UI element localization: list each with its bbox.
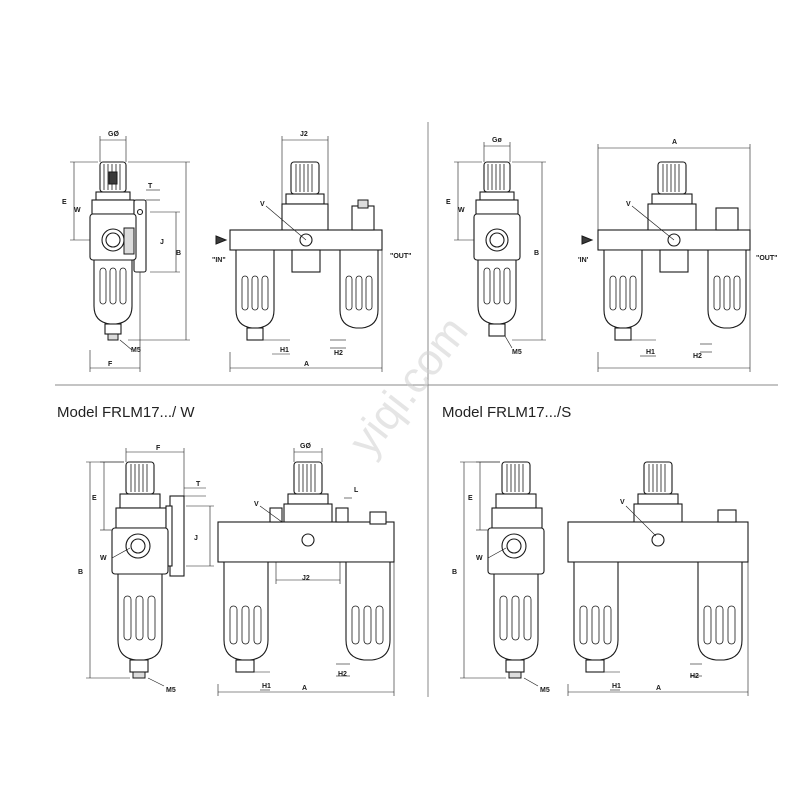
- label-e-r: E: [446, 199, 451, 206]
- label-h2-w: H2: [338, 671, 347, 678]
- label-m5-s: M5: [540, 687, 550, 694]
- label-j-w: J: [194, 535, 198, 542]
- label-a-top: A: [672, 139, 677, 146]
- label-a: A: [304, 361, 309, 368]
- label-w-w: W: [100, 555, 107, 562]
- label-h1: H1: [280, 347, 289, 354]
- label-f-w: F: [156, 445, 161, 452]
- label-h1-w: H1: [262, 683, 271, 690]
- label-t: T: [148, 183, 153, 190]
- label-m5-w: M5: [166, 687, 176, 694]
- label-j2: J2: [300, 131, 308, 138]
- view-bottom-left-single: F T E W J B M5: [78, 445, 214, 694]
- view-top-middle-frl: J2 V "IN" "OUT" H1 H2 A: [212, 131, 411, 372]
- label-v-r: V: [626, 201, 631, 208]
- label-h1-s: H1: [612, 683, 621, 690]
- label-v-w: V: [254, 501, 259, 508]
- label-a-w: A: [302, 685, 307, 692]
- caption-model-w: Model FRLM17.../ W: [57, 404, 195, 421]
- label-v-s: V: [620, 499, 625, 506]
- label-e-w: E: [92, 495, 97, 502]
- label-j: J: [160, 239, 164, 246]
- label-h2-s: H2: [690, 673, 699, 680]
- label-e: E: [62, 199, 67, 206]
- label-b-r: B: [534, 250, 539, 257]
- view-top-right-single: Gø E W B M5: [446, 137, 546, 356]
- label-in-small: 'IN': [578, 257, 589, 264]
- label-t-w: T: [196, 481, 201, 488]
- label-h2: H2: [334, 350, 343, 357]
- label-b: B: [176, 250, 181, 257]
- view-bottom-right-single: E W B M5: [452, 461, 550, 694]
- label-h1-r: H1: [646, 349, 655, 356]
- label-in: "IN": [212, 257, 226, 264]
- label-h2-r: H2: [693, 353, 702, 360]
- label-a-s: A: [656, 685, 661, 692]
- label-w-r: W: [458, 207, 465, 214]
- view-bottom-middle-frl: GØ L V J2 H1 H2 A: [217, 443, 395, 696]
- watermark: yiqi.com: [340, 307, 478, 464]
- label-e-s: E: [468, 495, 473, 502]
- label-w-s: W: [476, 555, 483, 562]
- label-out-small: "OUT": [756, 255, 777, 262]
- caption-model-s: Model FRLM17.../S: [442, 404, 572, 421]
- label-b-w: B: [78, 569, 83, 576]
- label-g-phi: GØ: [108, 131, 119, 138]
- view-top-left-single: GØ T E W J B M5 F: [62, 131, 190, 372]
- label-v: V: [260, 201, 265, 208]
- label-w: W: [74, 207, 81, 214]
- label-m5: M5: [131, 347, 141, 354]
- view-bottom-right-frl: V H1 H2 A: [567, 461, 749, 696]
- label-out: "OUT": [390, 253, 411, 260]
- label-b-s: B: [452, 569, 457, 576]
- label-j2-w: J2: [302, 575, 310, 582]
- label-m5-r: M5: [512, 349, 522, 356]
- label-g-phi-small: Gø: [492, 137, 502, 144]
- label-g-phi-w: GØ: [300, 443, 311, 450]
- label-l: L: [354, 487, 359, 494]
- view-top-right-frl: A V 'IN' "OUT" H1 H2: [578, 139, 777, 372]
- label-f: F: [108, 361, 113, 368]
